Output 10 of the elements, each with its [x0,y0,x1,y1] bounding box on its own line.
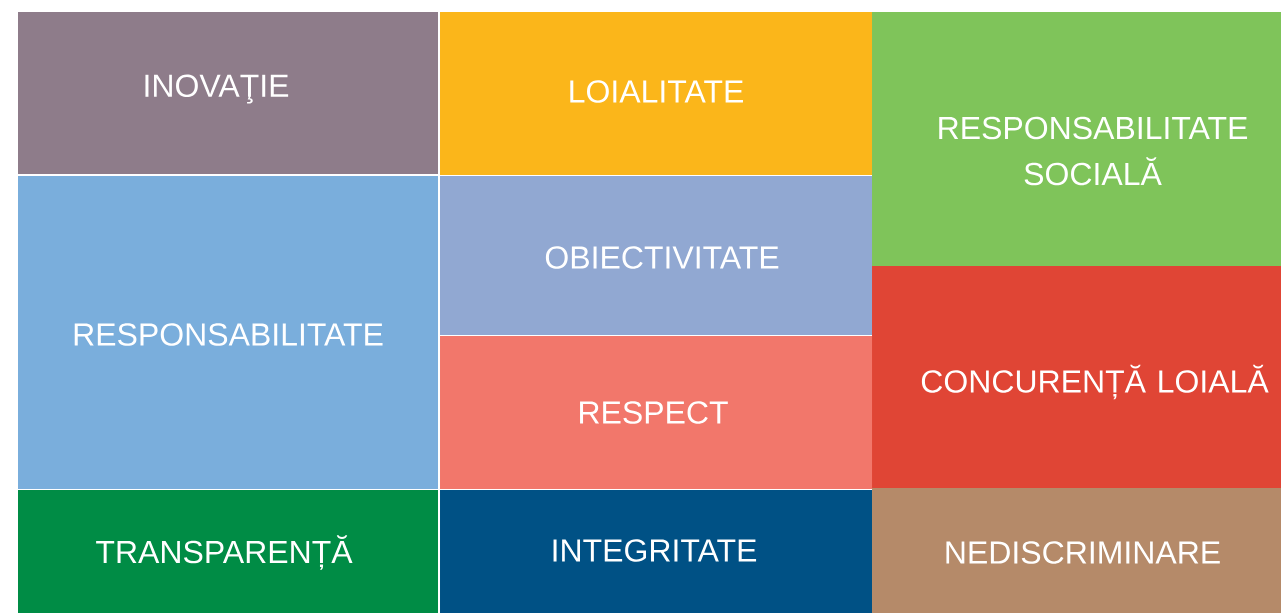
value-tile: LOIALITATE [440,12,872,175]
value-tile: RESPONSABILITATE SOCIALĂ [872,12,1281,266]
value-tile: RESPECT [440,336,872,489]
value-tile: RESPONSABILITATE [18,176,438,489]
value-tile: CONCURENȚĂ LOIALĂ [872,266,1281,488]
value-tile: NEDISCRIMINARE [872,488,1281,613]
value-tile: INTEGRITATE [440,490,872,613]
value-tile: TRANSPARENȚĂ [18,490,438,613]
value-tile: OBIECTIVITATE [440,176,872,335]
value-tile: INOVAŢIE [18,12,438,174]
